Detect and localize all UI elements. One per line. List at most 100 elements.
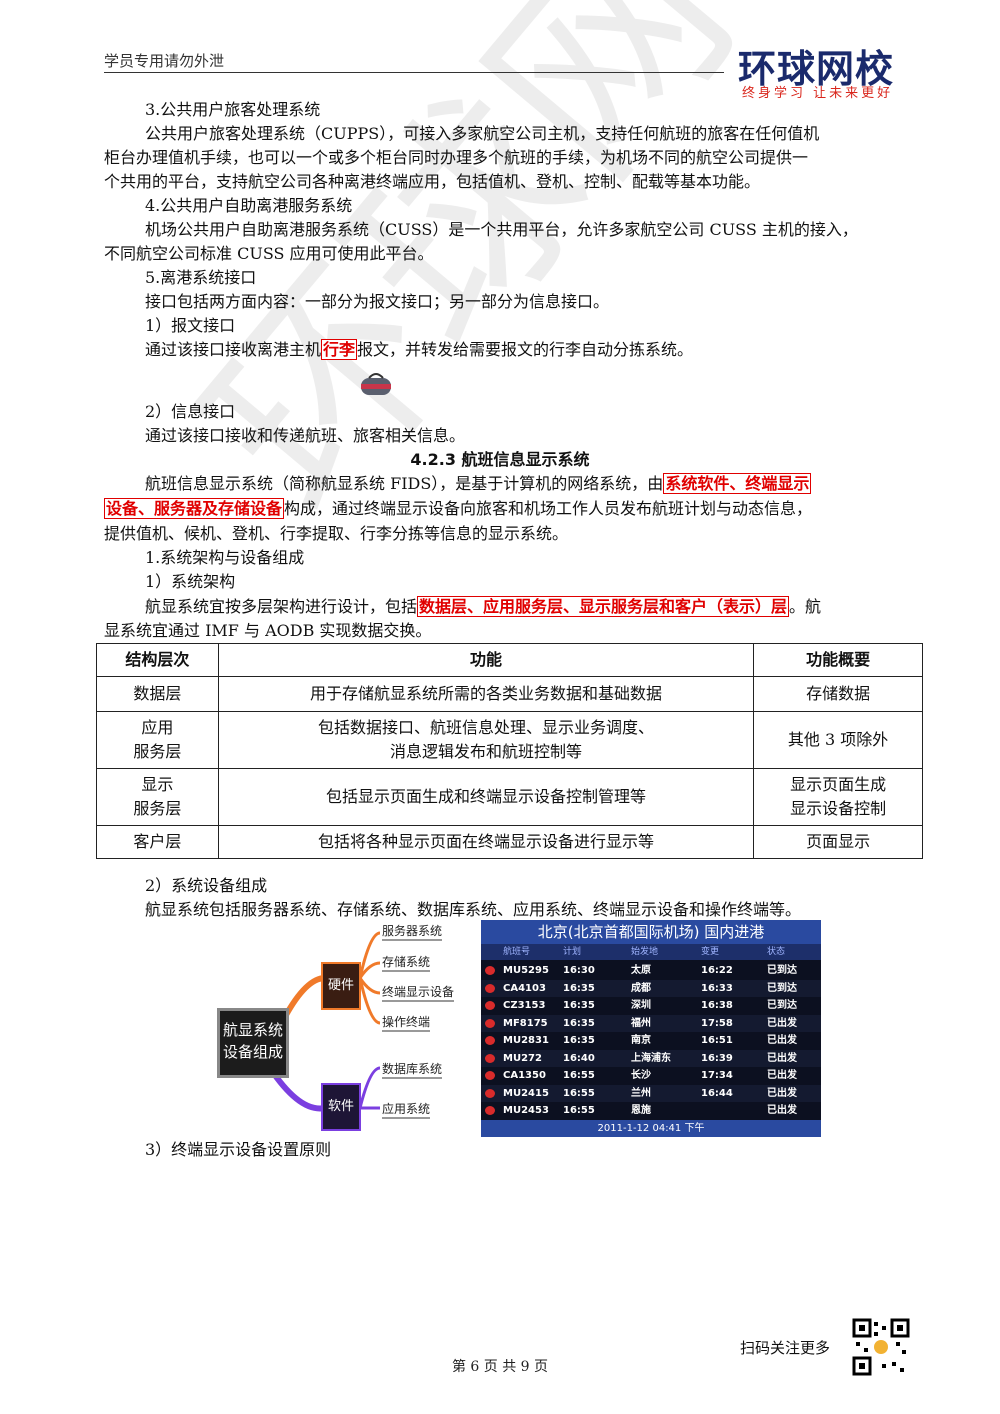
text-segment: 报文，并转发给需要报文的行李自动分拣系统。 — [357, 340, 694, 359]
cuss-line-2: 不同航空公司标准 CUSS 应用可使用此平台。 — [104, 244, 434, 263]
table-header: 功能概要 — [753, 643, 923, 677]
fids-cell: 17:58 — [701, 1017, 733, 1029]
fids-cell: 南京 — [631, 1035, 651, 1046]
fids-cell: 已出发 — [767, 1052, 797, 1064]
equipment-text: 航显系统包括服务器系统、存储系统、数据库系统、应用系统、终端显示设备和操作终端等… — [145, 900, 802, 919]
header-rule — [104, 72, 724, 73]
fids-cell: 已到达 — [767, 982, 797, 994]
confidential-note: 学员专用请勿外泄 — [104, 52, 225, 70]
cupps-line-3: 个共用的平台，支持航空公司各种离港终端应用，包括值机、登机、控制、配载等基本功能… — [104, 172, 761, 191]
airline-logo-icon — [485, 1088, 495, 1098]
section-5-title: 5.离港系统接口 — [145, 268, 257, 287]
highlight-layers: 数据层、应用服务层、显示服务层和客户（表示）层 — [417, 596, 790, 617]
fids-col-header: 始发地 — [631, 947, 659, 957]
fids-cell: 16:22 — [701, 965, 733, 976]
airline-logo-icon — [485, 1036, 495, 1045]
airline-logo-icon — [485, 1071, 495, 1080]
fids-cell: 上海浦东 — [631, 1052, 671, 1064]
airline-logo-icon — [485, 1001, 495, 1010]
highlight-components-1: 系统软件、终端显示 — [663, 473, 812, 494]
fids-header: 航班号 计划 始发地 变更 状态 — [481, 944, 821, 960]
mindmap-hardware: 硬件 — [321, 962, 361, 1010]
highlight-components-2: 设备、服务器及存储设备 — [104, 498, 285, 519]
fids-cell: CA4103 — [503, 982, 546, 994]
luggage-icon — [361, 373, 391, 395]
architecture-title: 1.系统架构与设备组成 — [145, 548, 305, 567]
airline-logo-icon — [485, 983, 495, 993]
table-row: 显示 服务层 包括显示页面生成和终端显示设备控制管理等 显示页面生成 显示设备控… — [96, 768, 923, 826]
table-cell: 显示 服务层 — [96, 768, 219, 826]
fids-title: 北京(北京首都国际机场) 国内进港 — [481, 920, 821, 944]
cupps-line-1: 公共用户旅客处理系统（CUPPS），可接入多家航空公司主机，支持任何航班的旅客在… — [145, 124, 820, 143]
table-cell: 数据层 — [96, 676, 219, 712]
page-number: 第 6 页 共 9 页 — [451, 1359, 549, 1375]
text-segment: 构成，通过终端显示设备向旅客和机场工作人员发布航班计划与动态信息， — [284, 499, 813, 518]
fids-cell: 16:51 — [701, 1035, 733, 1046]
table-row: 客户层 包括将各种显示页面在终端显示设备进行显示等 页面显示 — [96, 825, 923, 859]
fids-cell: 16:44 — [701, 1087, 733, 1099]
architecture-line-1: 航显系统宜按多层架构进行设计，包括数据层、应用服务层、显示服务层和客户（表示）层… — [145, 595, 821, 619]
fids-cell: 16:30 — [563, 965, 595, 976]
info-interface-title: 2）信息接口 — [145, 402, 236, 421]
fids-col-header: 状态 — [767, 947, 786, 957]
table-cell: 包括将各种显示页面在终端显示设备进行显示等 — [217, 825, 755, 859]
fids-col-header: 计划 — [563, 947, 582, 957]
section-heading: 4.2.3 航班信息显示系统 — [410, 450, 590, 469]
info-interface-text: 通过该接口接收和传递航班、旅客相关信息。 — [145, 426, 466, 445]
system-architecture-title: 1）系统架构 — [145, 572, 236, 591]
qr-caption: 扫码关注更多 — [740, 1339, 831, 1357]
equipment-title: 2）系统设备组成 — [145, 876, 268, 895]
text-segment: 。航 — [789, 597, 822, 616]
fids-cell: 16:35 — [563, 982, 595, 994]
fids-cell: MU2831 — [503, 1035, 549, 1046]
fids-cell: 16:38 — [701, 1000, 733, 1011]
text-segment: 通过该接口接收离港主机 — [145, 340, 322, 359]
table-cell: 客户层 — [96, 825, 219, 859]
fids-cell: 16:55 — [563, 1070, 595, 1081]
cupps-line-2: 柜台办理值机手续，也可以一个或多个柜台同时办理多个航班的手续，为机场不同的航空公… — [104, 148, 809, 167]
table-cell: 包括显示页面生成和终端显示设备控制管理等 — [217, 768, 755, 826]
fids-cell: 已出发 — [767, 1035, 797, 1046]
fids-cell: 恩施 — [631, 1105, 651, 1116]
qr-code-icon[interactable] — [852, 1318, 910, 1376]
table-header: 功能 — [217, 643, 755, 677]
fids-cell: 已出发 — [767, 1070, 797, 1081]
fids-cell: 16:35 — [563, 1035, 595, 1046]
mindmap-hw-item: 服务器系统 — [382, 922, 443, 941]
fids-cell: 太原 — [631, 965, 651, 976]
fids-intro-line-2: 设备、服务器及存储设备构成，通过终端显示设备向旅客和机场工作人员发布航班计划与动… — [104, 497, 812, 521]
interface-intro: 接口包括两方面内容：一部分为报文接口；另一部分为信息接口。 — [145, 292, 610, 311]
fids-cell: 福州 — [631, 1017, 651, 1029]
architecture-table: 结构层次 功能 功能概要 数据层 用于存储航显系统所需的各类业务数据和基础数据 … — [96, 643, 923, 859]
fids-cell: 16:35 — [563, 1000, 595, 1011]
airline-logo-icon — [485, 1018, 495, 1028]
airline-logo-icon — [485, 1053, 495, 1063]
fids-cell: 16:39 — [701, 1052, 733, 1064]
table-cell: 其他 3 项除外 — [753, 711, 923, 769]
fids-cell: MF8175 — [503, 1017, 548, 1029]
architecture-line-2: 显系统宜通过 IMF 与 AODB 实现数据交换。 — [104, 621, 432, 640]
fids-cell: MU5295 — [503, 965, 549, 976]
mindmap-sw-item: 数据库系统 — [382, 1060, 443, 1079]
table-cell: 应用 服务层 — [96, 711, 219, 769]
fids-cell: 16:33 — [701, 982, 733, 994]
fids-cell: 已出发 — [767, 1105, 797, 1116]
fids-cell: 16:55 — [563, 1087, 595, 1099]
text-segment: 航班信息显示系统（简称航显系统 FIDS），是基于计算机的网络系统，由 — [145, 474, 664, 493]
mindmap-hw-item: 操作终端 — [382, 1013, 431, 1032]
fids-row: CA4103 16:35 成都 16:33 已到达 — [481, 979, 821, 997]
fids-intro-line-1: 航班信息显示系统（简称航显系统 FIDS），是基于计算机的网络系统，由系统软件、… — [145, 472, 812, 496]
airline-logo-icon — [485, 966, 495, 975]
airline-logo-icon — [485, 1106, 495, 1115]
table-header: 结构层次 — [96, 643, 219, 677]
mindmap-software: 软件 — [321, 1083, 361, 1131]
fids-timestamp: 2011-1-12 04:41 下午 — [481, 1120, 821, 1137]
fids-cell: MU2415 — [503, 1087, 549, 1099]
fids-cell: CA1350 — [503, 1070, 546, 1081]
fids-cell: 成都 — [631, 982, 651, 994]
section-4-title: 4.公共用户自助离港服务系统 — [145, 196, 353, 215]
